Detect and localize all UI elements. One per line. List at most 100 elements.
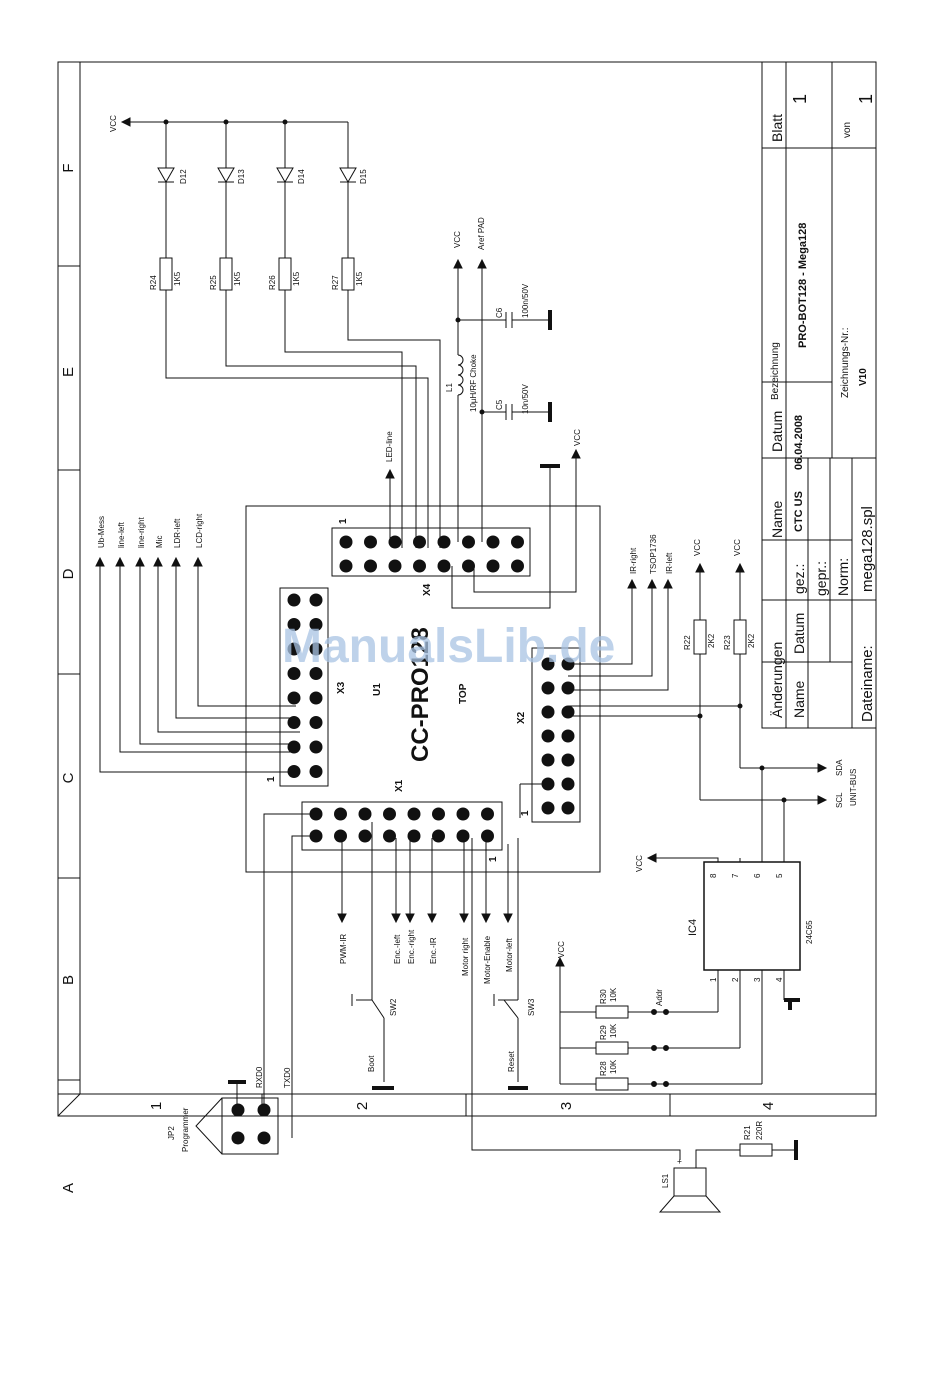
cap-c6: C6	[495, 307, 504, 318]
net-motor-right: Motor right	[461, 937, 470, 976]
tb-gez-label: gez.:	[791, 564, 807, 594]
x3-pin	[287, 593, 301, 607]
tb-name-col: Name	[791, 680, 807, 718]
x1-label: X1	[394, 779, 405, 792]
x1-pin	[481, 829, 494, 843]
net-motor-left: Motor-left	[505, 937, 514, 972]
tb-datum-col: Datum	[791, 613, 807, 654]
x3-pin	[287, 618, 301, 631]
sw2-name: Boot	[367, 1055, 376, 1072]
x2-pin	[561, 681, 575, 695]
x2-label: X2	[516, 711, 527, 724]
col-label-c: C	[60, 772, 77, 783]
module-side: TOP	[458, 683, 469, 704]
tb-bezeichnung-label: Bezeichnung	[770, 342, 781, 400]
x1-pin	[309, 807, 323, 821]
x4-pin1: 1	[338, 518, 349, 524]
net-vcc-x4: VCC	[573, 429, 582, 446]
x1-pin	[383, 829, 396, 843]
res-r25: R25	[209, 275, 218, 290]
net-lcd-right: LCD-right	[195, 513, 204, 548]
net-enc-left: Enc.-left	[393, 934, 402, 964]
net-sda: SDA	[835, 759, 844, 776]
net-txd: TXD0	[283, 1067, 292, 1088]
row-label-2: 2	[354, 1102, 371, 1110]
x1-pin	[383, 807, 396, 821]
x3-pin	[287, 667, 301, 680]
tb-name-value: CTC US	[793, 491, 805, 532]
res-r24-val: 1K5	[173, 271, 182, 286]
net-addr: Addr	[655, 989, 664, 1006]
net-ldr-left: LDR-left	[173, 518, 182, 548]
x4-pin	[486, 559, 500, 573]
x3-pin	[309, 716, 323, 729]
col-label-b: B	[60, 975, 77, 985]
x1-pin	[456, 829, 470, 843]
row-label-3: 3	[558, 1102, 575, 1110]
net-vcc-l1: VCC	[453, 231, 462, 248]
cap-c6-val: 100n/50V	[521, 283, 530, 318]
x4-pin	[339, 535, 353, 549]
ic4-pin1: 1	[709, 977, 718, 982]
led-d14: D14	[297, 169, 306, 184]
net-scl: SCL	[835, 792, 844, 808]
net-motor-enable: Motor-Enable	[483, 935, 492, 984]
tb-datum-value: 06.04.2008	[793, 415, 805, 470]
net-pwm-ir: PWM-IR	[339, 934, 348, 964]
tb-zeichnungs-value: V10	[858, 368, 869, 386]
x1-pin1: 1	[488, 856, 499, 862]
res-r21: R21	[743, 1125, 752, 1140]
x3-pin	[287, 642, 301, 656]
x4-pin	[413, 535, 426, 549]
tb-dateiname-value: mega128.spl	[859, 506, 876, 592]
x2-pin	[561, 657, 575, 671]
x4-pin	[388, 559, 402, 573]
ic4-pin5: 5	[775, 873, 784, 878]
ls1-plus: +	[675, 1159, 684, 1164]
sw2-ref: SW2	[389, 998, 398, 1016]
res-r21-val: 220R	[755, 1121, 764, 1140]
res-r29: R29	[599, 1025, 608, 1040]
tb-von-label: von	[842, 122, 853, 138]
tb-dateiname-label: Dateiname:	[859, 645, 876, 722]
x4-pin	[462, 559, 475, 573]
x2-pin	[541, 681, 555, 695]
ic4-eeprom	[703, 861, 801, 971]
x3-pin	[309, 642, 323, 656]
net-vcc-ic4: VCC	[635, 855, 644, 872]
x1-pin	[309, 829, 323, 843]
tb-name-label: Name	[769, 500, 785, 538]
x4-label: X4	[422, 583, 433, 596]
net-ir-left: IR-left	[665, 552, 674, 574]
net-ub-mess: Ub-Mess	[97, 516, 106, 548]
led-d12: D12	[179, 169, 188, 184]
x1-pin	[358, 829, 372, 843]
x1-pin	[456, 807, 470, 821]
tb-aenderungen-label: Änderungen	[769, 642, 785, 718]
x2-pin	[541, 729, 555, 743]
x1-pin	[432, 829, 445, 843]
x4-pin	[339, 559, 353, 573]
x2-pin	[561, 777, 575, 791]
net-vcc-r23: VCC	[733, 539, 742, 556]
x3-pin	[309, 593, 323, 607]
ind-l1-val: 10µH/RF Choke	[469, 354, 478, 412]
x3-pin	[309, 740, 323, 754]
ic4-pin2: 2	[731, 977, 740, 982]
jp2-pin	[231, 1131, 245, 1145]
cc-pro128-module	[245, 505, 601, 873]
net-enc-ir: Enc.-IR	[429, 937, 438, 964]
x2-pin	[541, 657, 555, 671]
x3-pin	[287, 765, 301, 778]
x1-pin	[358, 807, 372, 821]
x2-pin	[541, 801, 555, 815]
x2-pin	[561, 753, 575, 767]
cap-c5-val: 10n/50V	[521, 384, 530, 414]
x4-pin	[511, 559, 524, 573]
x3-pin	[309, 765, 323, 778]
ic4-pin6: 6	[753, 873, 762, 878]
row-label-1: 1	[148, 1102, 165, 1110]
res-r28-val: 10K	[609, 1059, 618, 1074]
col-label-d: D	[60, 568, 77, 579]
